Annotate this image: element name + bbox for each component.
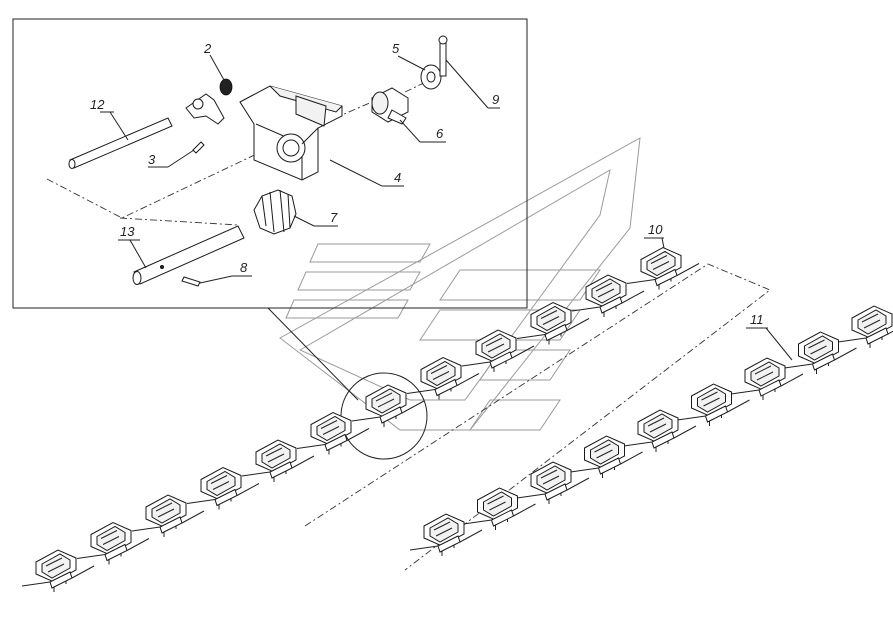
chain-link bbox=[677, 383, 750, 426]
part-5-sprocket bbox=[420, 64, 442, 90]
chain-link bbox=[730, 357, 804, 400]
callout-2: 2 bbox=[203, 41, 212, 56]
callout-5: 5 bbox=[392, 41, 400, 56]
part-9-bolt bbox=[438, 35, 448, 77]
callout-8: 8 bbox=[240, 260, 248, 275]
chain-link bbox=[131, 494, 205, 537]
chain-link bbox=[516, 461, 590, 504]
chain-link bbox=[76, 521, 150, 565]
chain-link bbox=[570, 435, 643, 478]
part-7-gear bbox=[253, 189, 297, 235]
callout-10: 10 bbox=[648, 222, 663, 237]
callout-3: 3 bbox=[148, 152, 156, 167]
chain-link bbox=[351, 384, 425, 427]
callout-6: 6 bbox=[436, 126, 444, 141]
callout-9: 9 bbox=[492, 92, 499, 107]
chain-link bbox=[571, 274, 645, 317]
part-13-shaft bbox=[132, 225, 245, 285]
chain-link bbox=[296, 411, 370, 455]
chain-link bbox=[463, 487, 536, 530]
chain-link bbox=[406, 356, 480, 400]
part-8-pin bbox=[181, 276, 201, 287]
chain-link bbox=[21, 549, 95, 592]
callout-11: 11 bbox=[750, 312, 764, 327]
chain-link bbox=[461, 329, 535, 372]
detail-frame bbox=[12, 18, 528, 309]
conveyor-chain-upper bbox=[21, 246, 700, 592]
chain-link bbox=[837, 305, 893, 348]
chain-link bbox=[409, 513, 483, 556]
chain-link bbox=[623, 409, 697, 452]
callout-4: 4 bbox=[394, 170, 401, 185]
chain-link bbox=[516, 301, 590, 345]
part-6-bushing bbox=[371, 87, 409, 125]
watermark-logo bbox=[279, 137, 641, 431]
chain-link bbox=[626, 246, 700, 290]
chain-break-outline bbox=[304, 263, 771, 571]
part-12-shaft bbox=[68, 117, 173, 169]
chain-link bbox=[784, 331, 857, 374]
conveyor-chain-lower bbox=[409, 305, 893, 556]
detail-leader bbox=[267, 307, 359, 401]
part-4-housing bbox=[239, 85, 343, 181]
chain-link bbox=[186, 466, 260, 510]
callout-12: 12 bbox=[90, 97, 105, 112]
part-3-pin bbox=[192, 141, 205, 154]
part-2-lever bbox=[185, 78, 233, 125]
callout-7: 7 bbox=[330, 210, 338, 225]
callout-13: 13 bbox=[120, 224, 135, 239]
chain-link bbox=[241, 439, 315, 482]
